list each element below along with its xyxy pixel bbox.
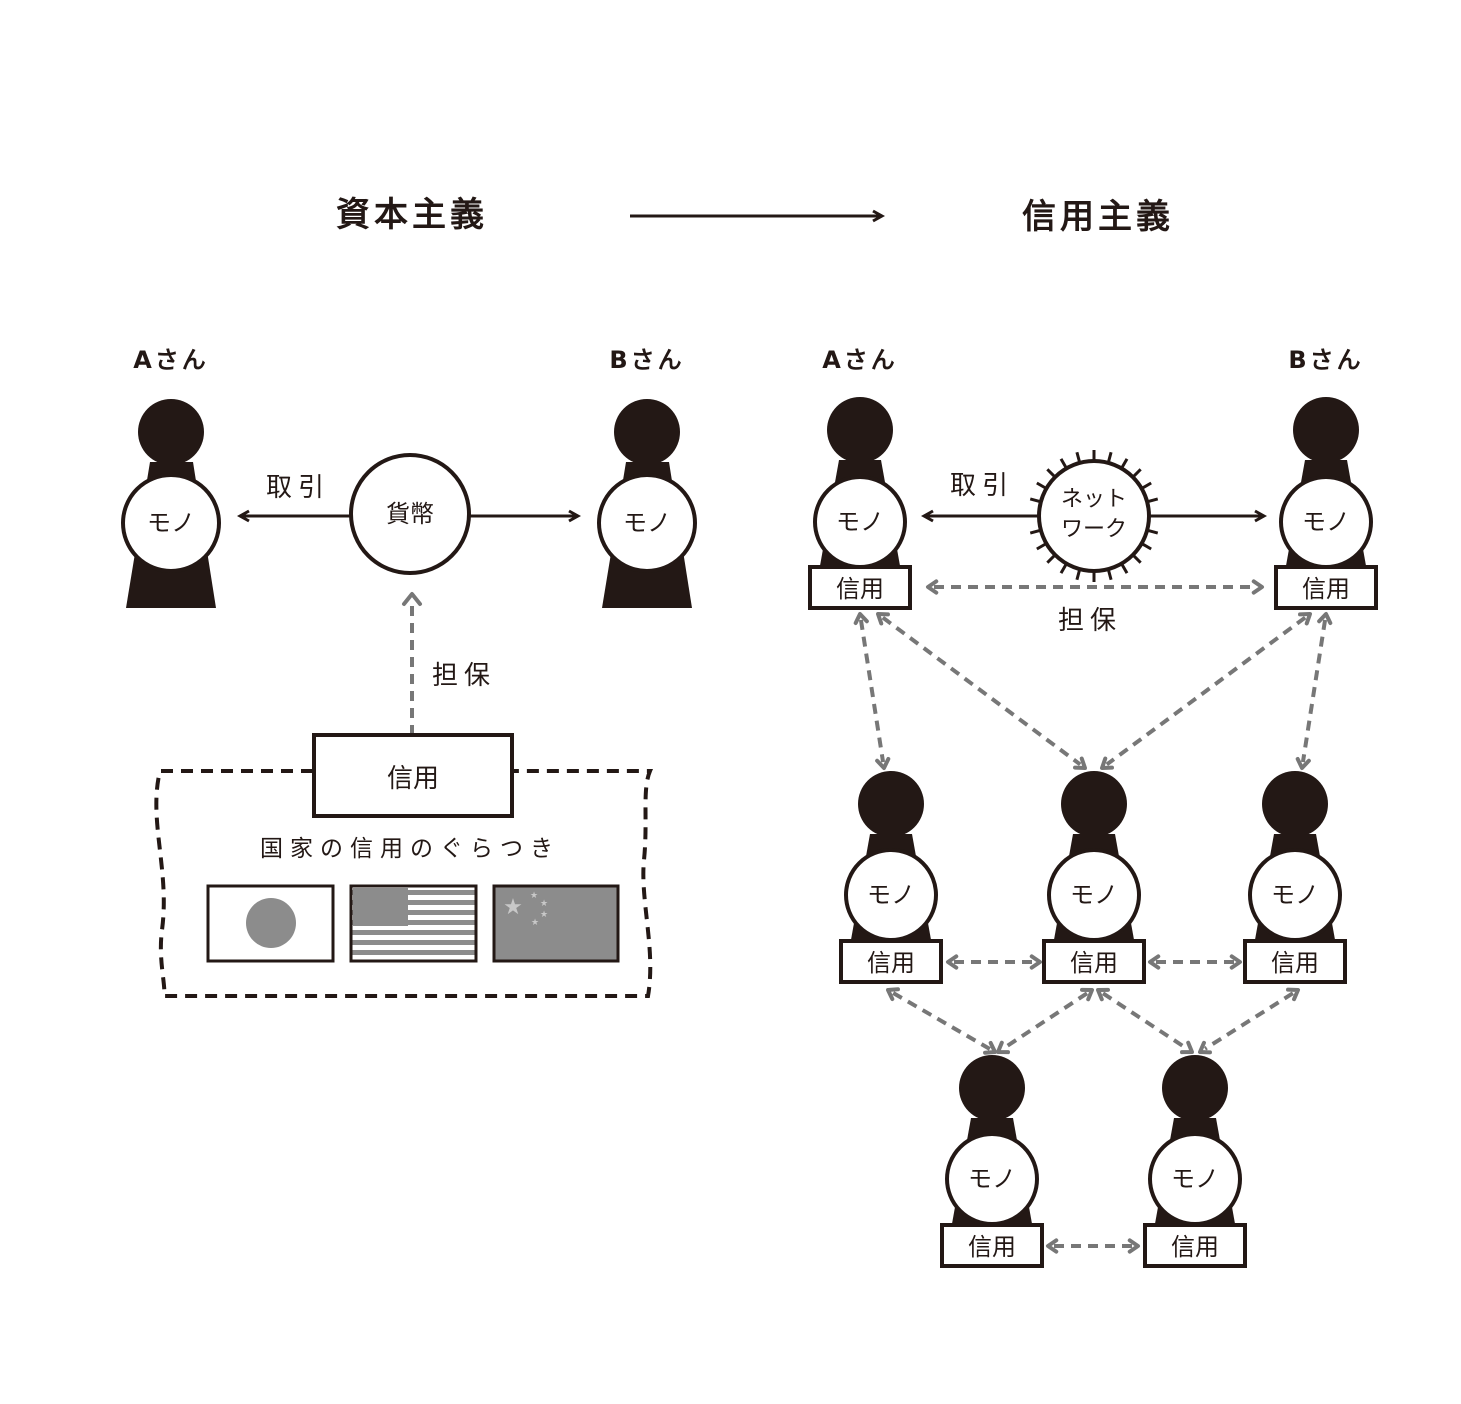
person-b-label: Bさん <box>609 346 684 374</box>
credit-box-label: 信用 <box>867 949 915 977</box>
trade-label-right: 取引 <box>950 471 1014 501</box>
person-head <box>959 1055 1025 1121</box>
person-head <box>1293 397 1359 463</box>
collateral-label-left: 担保 <box>432 661 496 691</box>
person-b-label: Bさん <box>1288 346 1363 374</box>
usa-flag-icon <box>349 884 478 963</box>
svg-text:★: ★ <box>503 895 523 920</box>
network-label-line2: ワーク <box>1061 517 1127 542</box>
credit-box <box>940 1223 1044 1268</box>
china-flag-icon: ★ ★ ★ ★ ★ <box>492 884 620 963</box>
credit-box <box>839 939 943 984</box>
mono-label: モノ <box>1171 1165 1219 1193</box>
credit-box-main-label: 信用 <box>387 764 439 794</box>
svg-text:★: ★ <box>531 918 539 928</box>
credit-box <box>1143 1223 1247 1268</box>
credit-box-label: 信用 <box>1070 949 1118 977</box>
currency-label: 貨幣 <box>386 500 434 528</box>
collateral-label-right: 担保 <box>1058 606 1122 636</box>
person-head <box>614 399 680 465</box>
person-head <box>1162 1055 1228 1121</box>
national-credit-frame <box>154 769 654 998</box>
mono-label: モノ <box>867 881 915 909</box>
credit-link <box>1105 615 1307 767</box>
person-head <box>827 397 893 463</box>
credit-box-main <box>312 733 514 818</box>
mono-label: モノ <box>836 508 884 536</box>
credit-link <box>1204 991 1294 1051</box>
person-head <box>1061 771 1127 837</box>
network-label-line1: ネット <box>1061 487 1127 512</box>
mono-label: モノ <box>147 509 195 537</box>
credit-box-label: 信用 <box>1171 1233 1219 1261</box>
mono-circle <box>121 473 221 573</box>
credit-link <box>892 991 991 1051</box>
left-person-b: Bさん モノ <box>597 346 697 608</box>
national-credit-caption: 国家の信用のぐらつき <box>260 836 560 862</box>
network-connections <box>853 579 1333 1254</box>
credit-box <box>1243 939 1347 984</box>
currency-circle <box>349 453 471 575</box>
credit-link <box>858 619 886 763</box>
credit-link <box>1300 619 1328 763</box>
mono-label: モノ <box>1271 881 1319 909</box>
credit-link <box>881 615 1082 767</box>
credit-link <box>1101 991 1189 1051</box>
network-circle <box>1028 450 1160 582</box>
credit-box <box>1274 565 1378 610</box>
person-head <box>858 771 924 837</box>
credit-box <box>808 565 912 610</box>
credit-link <box>1001 991 1089 1051</box>
svg-text:★: ★ <box>540 910 548 920</box>
mono-label: モノ <box>968 1165 1016 1193</box>
trade-label-left: 取引 <box>266 473 330 503</box>
svg-text:★: ★ <box>530 891 538 901</box>
mono-label: モノ <box>1302 508 1350 536</box>
person-head <box>1262 771 1328 837</box>
person-head <box>138 399 204 465</box>
collateral-arrow-head <box>402 592 422 606</box>
japan-flag-icon <box>206 884 335 963</box>
title-creditism: 信用主義 <box>1022 197 1174 237</box>
svg-text:★: ★ <box>540 899 548 909</box>
left-person-a: Aさん モノ <box>121 346 221 608</box>
mono-label: モノ <box>1070 881 1118 909</box>
credit-box-label: 信用 <box>1271 949 1319 977</box>
person-a-label: Aさん <box>822 346 898 374</box>
credit-box-label: 信用 <box>1302 575 1350 603</box>
credit-box-label: 信用 <box>836 575 884 603</box>
mono-label: モノ <box>623 509 671 537</box>
mono-circle <box>597 473 697 573</box>
credit-box <box>1042 939 1146 984</box>
credit-box-label: 信用 <box>968 1233 1016 1261</box>
title-capitalism: 資本主義 <box>336 195 488 235</box>
person-a-label: Aさん <box>133 346 209 374</box>
